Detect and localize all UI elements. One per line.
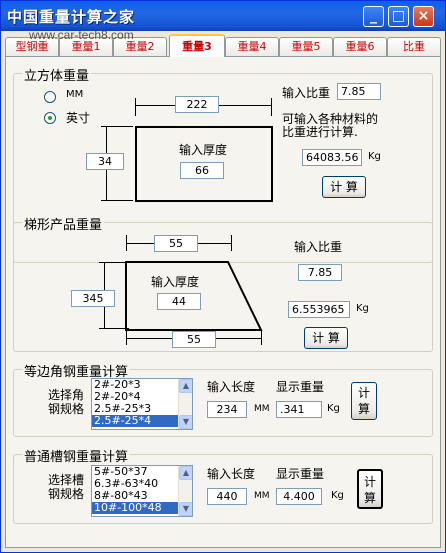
channel-calc-button[interactable]: 计 算 [357, 469, 383, 509]
height-dim-top [101, 126, 133, 127]
angle-weight-output: .341 [276, 401, 322, 418]
channel-length-label: 输入长度 [207, 467, 256, 481]
scroll-up-icon[interactable]: ▲ [179, 466, 192, 480]
channel-calc-line1: 计 [363, 475, 376, 489]
angle-length-input[interactable]: 234 [207, 401, 247, 418]
tab-weight-1[interactable]: 重量1 [59, 37, 113, 56]
angle-steel-group-title: 等边角钢重量计算 [22, 361, 131, 380]
channel-weight-output: 4.400 [276, 488, 322, 505]
angle-spec-option-selected[interactable]: 2.5#-25*4 [92, 415, 192, 427]
scroll-down-icon[interactable]: ▼ [179, 502, 192, 516]
angle-list-scrollbar[interactable]: ▲ ▼ [178, 379, 192, 429]
trap-left-dim-top [99, 262, 129, 263]
channel-spec-option-selected[interactable]: 10#-100*48 [92, 502, 192, 514]
trapezoid-group-title: 梯形产品重量 [22, 214, 105, 233]
maximize-button[interactable]: □ [388, 6, 409, 27]
angle-calc-line1: 计 [357, 386, 370, 400]
cube-hint-line2: 比重进行计算. [282, 125, 358, 139]
angle-spec-option[interactable]: 2.5#-25*3 [94, 402, 152, 415]
tab-section-steel[interactable]: 型钢重 [5, 37, 59, 56]
channel-length-unit: MM [254, 491, 270, 501]
channel-steel-group-title: 普通槽钢重量计算 [22, 446, 131, 465]
height-dim-bottom [101, 200, 133, 201]
trap-bottom-width-input[interactable]: 55 [172, 331, 216, 348]
unit-mm-label: MM [66, 89, 84, 100]
tab-weight-4[interactable]: 重量4 [225, 37, 279, 56]
tab-panel: 立方体重量 MM 英寸 222 34 输入厚度 66 输入比重 7.85 可输入… [5, 56, 441, 548]
angle-spec-listbox[interactable]: 2#-20*3 2#-20*4 2.5#-25*3 2.5#-25*4 ▲ ▼ [91, 378, 193, 430]
cube-diagram [135, 126, 273, 202]
trapezoid-group: 梯形产品重量 55 345 输入厚度 44 55 输入比重 7.85 [13, 214, 433, 352]
trap-thickness-input[interactable]: 44 [157, 293, 201, 310]
trap-result-output: 6.553965 [288, 301, 350, 318]
channel-list-scrollbar[interactable]: ▲ ▼ [178, 466, 192, 516]
close-button[interactable]: × [413, 6, 434, 27]
tab-weight-5[interactable]: 重量5 [279, 37, 333, 56]
minimize-button[interactable]: _ [363, 6, 384, 27]
channel-spec-option[interactable]: 5#-50*37 [94, 465, 148, 478]
cube-calc-button[interactable]: 计 算 [322, 176, 366, 198]
channel-select-line2: 钢规格 [48, 487, 85, 501]
trap-result-unit: Kg [356, 303, 369, 314]
angle-calc-line2: 算 [357, 402, 370, 416]
tab-weight-3[interactable]: 重量3 [169, 34, 225, 57]
watermark-url: www.car-tech8.com [29, 28, 134, 42]
cube-width-input[interactable]: 222 [175, 96, 219, 113]
cube-thickness-input[interactable]: 66 [180, 162, 224, 179]
trap-bottom-dim-right [261, 331, 262, 345]
trap-left-dim-bottom [99, 328, 129, 329]
channel-length-input[interactable]: 440 [207, 488, 247, 505]
tab-weight-6[interactable]: 重量6 [333, 37, 387, 56]
unit-inch-radio[interactable] [44, 112, 56, 124]
trap-density-input[interactable]: 7.85 [298, 264, 342, 281]
cube-hint-line1: 可输入各种材料的 [282, 112, 379, 126]
trap-density-label: 输入比重 [294, 240, 343, 254]
angle-weight-label: 显示重量 [276, 380, 325, 394]
angle-length-unit: MM [254, 404, 270, 414]
angle-select-line2: 钢规格 [48, 402, 85, 416]
angle-weight-unit: Kg [327, 403, 340, 414]
unit-mm-radio[interactable] [44, 91, 56, 103]
angle-calc-button[interactable]: 计 算 [351, 382, 377, 420]
cube-group-title: 立方体重量 [22, 65, 92, 84]
angle-spec-option[interactable]: 2#-20*4 [94, 390, 141, 403]
width-dim-right [271, 98, 272, 116]
cube-height-input[interactable]: 34 [86, 153, 124, 170]
width-dim-left [135, 98, 136, 116]
angle-length-label: 输入长度 [207, 380, 256, 394]
tab-strip: 型钢重 重量1 重量2 重量3 重量4 重量5 重量6 比重 [3, 34, 443, 58]
trap-height-input[interactable]: 345 [71, 290, 115, 307]
cube-result-output: 64083.56 [302, 149, 362, 166]
channel-weight-label: 显示重量 [276, 467, 325, 481]
cube-thickness-label: 输入厚度 [179, 143, 228, 157]
channel-spec-option[interactable]: 8#-80*43 [94, 489, 148, 502]
channel-weight-unit: Kg [331, 490, 344, 501]
trapezoid-diagram [125, 261, 263, 331]
trap-calc-button[interactable]: 计 算 [304, 327, 348, 349]
title-bar[interactable]: 中国重量计算之家 _ □ × [1, 1, 445, 31]
angle-steel-group: 等边角钢重量计算 选择角 钢规格 2#-20*3 2#-20*4 2.5#-25… [13, 361, 433, 437]
channel-steel-group: 普通槽钢重量计算 选择槽 钢规格 5#-50*37 6.3#-63*40 8#-… [13, 446, 433, 524]
channel-spec-option[interactable]: 6.3#-63*40 [94, 477, 159, 490]
channel-select-line1: 选择槽 [48, 473, 85, 487]
trap-top-dim-right [231, 235, 232, 251]
cube-result-unit: Kg [368, 151, 381, 162]
tab-density[interactable]: 比重 [387, 37, 441, 56]
channel-spec-listbox[interactable]: 5#-50*37 6.3#-63*40 8#-80*43 10#-100*48 … [91, 465, 193, 517]
scroll-up-icon[interactable]: ▲ [179, 379, 192, 393]
scroll-down-icon[interactable]: ▼ [179, 415, 192, 429]
trap-thickness-label: 输入厚度 [151, 275, 200, 289]
trap-top-width-input[interactable]: 55 [154, 235, 198, 252]
unit-inch-label: 英寸 [66, 111, 91, 125]
angle-spec-option[interactable]: 2#-20*3 [94, 378, 141, 391]
channel-calc-line2: 算 [363, 491, 376, 505]
angle-select-line1: 选择角 [48, 388, 85, 402]
cube-density-input[interactable]: 7.85 [337, 83, 381, 100]
window-title: 中国重量计算之家 [7, 8, 136, 26]
cube-density-label: 输入比重 [282, 86, 331, 100]
tab-weight-2[interactable]: 重量2 [113, 37, 167, 56]
cube-group: 立方体重量 MM 英寸 222 34 输入厚度 66 输入比重 7.85 可输入… [13, 65, 433, 263]
